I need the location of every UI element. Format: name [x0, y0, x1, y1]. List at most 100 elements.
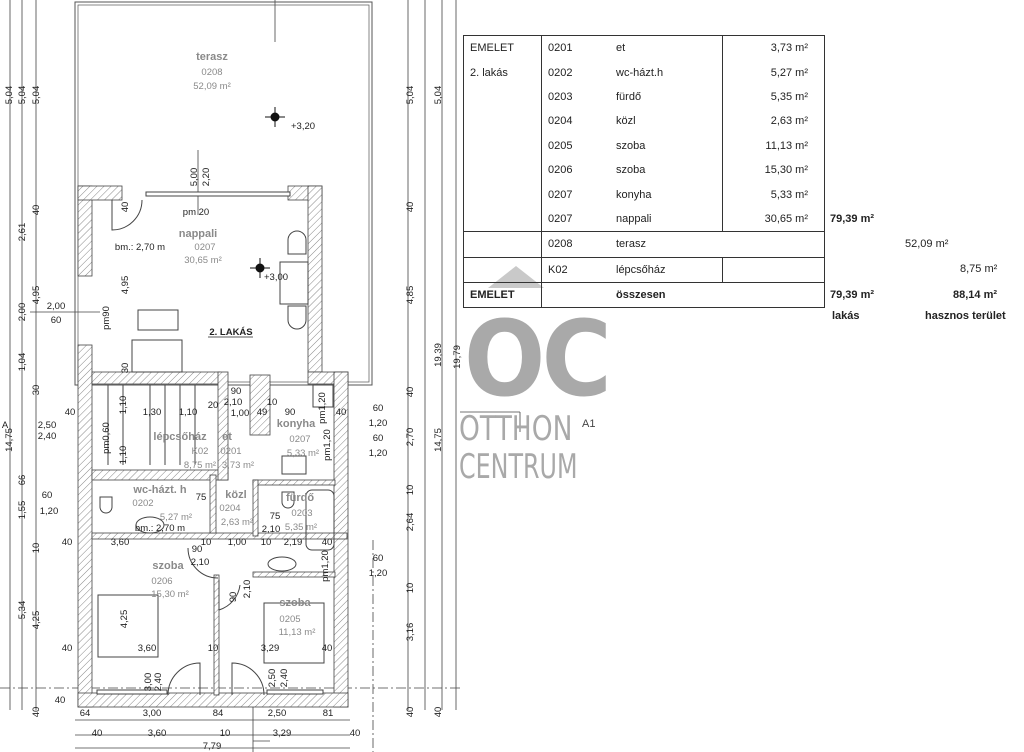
dimension-label: 2,19 [284, 537, 303, 548]
room-info-label: 0203 [291, 508, 312, 519]
room-name-label: lépcsőház [153, 431, 207, 443]
dimension-label: 5,00 [189, 168, 200, 187]
dimension-label: 40 [55, 695, 66, 706]
room-info-label: 15,30 m² [151, 589, 189, 600]
table-row-terrace: 0208 terasz [463, 231, 825, 258]
dimension-label: 5,04 [4, 86, 15, 105]
room-name: szoba [610, 133, 723, 158]
room-area: 5,35 m² [722, 84, 825, 110]
logo-line2: CENTRUM [459, 447, 578, 487]
room-area: 5,27 m² [722, 60, 825, 85]
logo-mark: OC [464, 298, 612, 420]
dimension-label: 2,10 [262, 524, 281, 535]
room-code: 0204 [548, 115, 573, 128]
room-code: 0203 [548, 90, 573, 103]
dimension-label: 7,79 [203, 741, 222, 752]
room-code: 0205 [548, 139, 573, 152]
windows-doors [96, 191, 335, 696]
dimension-label: 75 [270, 511, 281, 522]
dimension-label: 2,20 [201, 168, 212, 187]
room-area: 11,13 m² [722, 133, 825, 158]
dimension-label: 30 [31, 385, 42, 396]
dimension-label: 1,04 [17, 353, 28, 372]
dimension-label: pm1,20 [317, 392, 328, 424]
room-info-label: 0201 [220, 446, 241, 457]
dimension-label: 5,04 [405, 86, 416, 105]
room-code: K02 [541, 256, 610, 283]
unit-total-area: 79,39 m² [830, 213, 875, 225]
room-info-label: 5,35 m² [285, 522, 317, 533]
dimension-label: 14,75 [4, 428, 15, 452]
room-info-label: 0207 [289, 434, 310, 445]
room-name: fürdő [610, 84, 723, 110]
room-name: szoba [610, 157, 723, 183]
room-name: nappali [610, 206, 723, 232]
dimension-label: 1,30 [143, 407, 162, 418]
dimension-label: 60 [373, 433, 384, 444]
dimension-label: 1,20 [369, 418, 388, 429]
plan-note: bm.: 2,70 m [135, 523, 185, 534]
plan-note: +3,00 [264, 272, 288, 283]
room-name: terasz [610, 231, 723, 258]
dimension-label: 2,00 [47, 301, 66, 312]
dimension-label: 3,60 [148, 728, 167, 739]
room-info-label: 52,09 m² [193, 81, 231, 92]
walls [77, 185, 349, 708]
dimension-label: 1,10 [179, 407, 198, 418]
room-name-label: közl [225, 489, 246, 501]
room-name-label: fürdő [286, 492, 314, 504]
terrace-area: 52,09 m² [905, 238, 949, 250]
dimension-label: 60 [373, 403, 384, 414]
room-info-label: 5,33 m² [287, 448, 319, 459]
table-row: EMELET 0201 et 3,73 m² [463, 35, 825, 61]
room-name-label: konyha [277, 418, 316, 430]
room-info-label: 2,63 m² [221, 517, 253, 528]
room-name-label: szoba [279, 597, 311, 609]
total-flat-area: 79,39 m² [830, 289, 875, 301]
dimension-label: 1,00 [228, 537, 247, 548]
dimension-label: 60 [42, 490, 53, 501]
room-area: 30,65 m² [722, 206, 825, 232]
total-label: összesen [610, 281, 825, 308]
dimension-label: 2,10 [191, 557, 210, 568]
dimension-label: 49 [257, 407, 268, 418]
room-code: 0208 [541, 231, 610, 258]
dimension-label: 90 [285, 407, 296, 418]
dimension-label: 90 [231, 386, 242, 397]
floor-label: EMELET [463, 35, 542, 61]
unit-title: 2. LAKÁS [209, 327, 252, 338]
room-info-label: 0202 [132, 498, 153, 509]
dimension-label: 10 [31, 543, 42, 554]
room-info-label: K02 [192, 446, 209, 457]
room-code: 0202 [548, 66, 573, 79]
dimension-label: 40 [405, 387, 416, 398]
room-code: 0207 [548, 212, 573, 225]
plan-note: bm.: 2,70 m [115, 242, 165, 253]
dimension-label: 40 [31, 707, 42, 718]
dimension-label: 40 [336, 407, 347, 418]
dimension-label: 1,20 [40, 506, 59, 517]
dimension-label: 40 [65, 407, 76, 418]
dimension-label: 2,10 [224, 397, 243, 408]
dimension-label: 1,20 [369, 568, 388, 579]
dimension-label: pm0,60 [101, 422, 112, 454]
dimension-label: 1,10 [118, 396, 129, 415]
room-code: 0201 [548, 42, 573, 55]
room-area: 5,33 m² [722, 182, 825, 207]
room-name: közl [610, 109, 723, 134]
dimension-label: 1,10 [118, 446, 129, 465]
dimension-label: 40 [405, 707, 416, 718]
dimension-label: 10 [405, 485, 416, 496]
room-info-label: 0207 [194, 242, 215, 253]
dimension-label: 30 [120, 363, 131, 374]
room-name-label: terasz [196, 51, 228, 63]
dimension-label: 20 [208, 400, 219, 411]
dimension-label: 5,04 [31, 86, 42, 105]
dimension-label: 2,64 [405, 513, 416, 532]
room-name-label: szoba [152, 560, 184, 572]
useful-area-label: hasznos terület [925, 310, 1006, 322]
dimension-label: 19,39 [433, 343, 444, 367]
